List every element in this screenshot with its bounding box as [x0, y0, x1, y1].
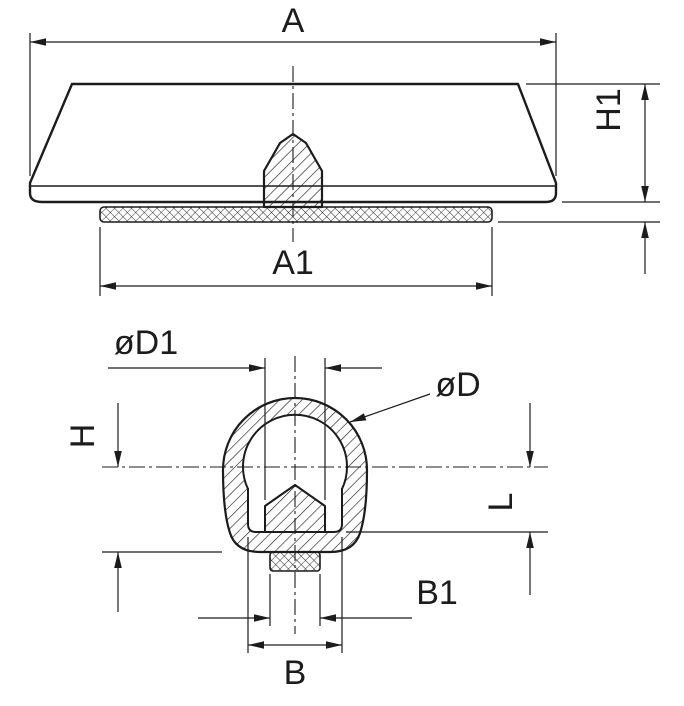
arrowhead: [526, 532, 534, 548]
stem-section: [262, 132, 324, 209]
arrowhead: [254, 614, 270, 622]
arrowhead: [641, 84, 649, 100]
arrowhead: [526, 451, 534, 467]
dim-label-a: A: [282, 2, 305, 40]
dim-label-b: B: [284, 654, 307, 692]
arrowhead: [100, 282, 116, 290]
dimension-b1: B1: [198, 574, 458, 626]
arrowhead: [350, 413, 367, 422]
dimension-b: B: [247, 537, 343, 692]
dimension-d: øD: [349, 366, 481, 423]
rubber-pad-section: [99, 206, 493, 223]
arrowhead: [476, 282, 492, 290]
dimension-a1: A1: [99, 227, 493, 296]
section-view: øD1 øD H L: [64, 324, 548, 692]
dim-label-a1: A1: [272, 244, 314, 282]
dim-label-d1: øD1: [114, 324, 178, 362]
arrowhead: [248, 641, 264, 649]
dimension-d1: øD1: [108, 324, 382, 500]
thread-ridge-section: [264, 484, 326, 533]
dimension-h: H: [64, 403, 222, 612]
front-view: A A1 H1: [28, 2, 660, 296]
arrowhead: [114, 451, 122, 467]
dim-label-h1: H1: [590, 88, 628, 131]
arrowhead: [641, 222, 649, 238]
dim-label-l: L: [482, 493, 520, 512]
dimension-pad-thickness: [498, 221, 660, 274]
dimension-a: A: [29, 2, 557, 176]
arrowhead: [641, 186, 649, 202]
arrowhead: [540, 38, 556, 46]
dimension-l: L: [346, 403, 548, 595]
arrowhead: [30, 38, 46, 46]
arrowhead: [249, 364, 265, 372]
arrowhead: [326, 641, 342, 649]
arrowhead: [320, 614, 336, 622]
dimension-h1: H1: [526, 83, 660, 203]
arrowhead: [325, 364, 341, 372]
dim-label-b1: B1: [416, 574, 458, 612]
dim-label-h: H: [64, 424, 102, 449]
arrowhead: [114, 552, 122, 568]
dim-label-d: øD: [435, 366, 480, 404]
